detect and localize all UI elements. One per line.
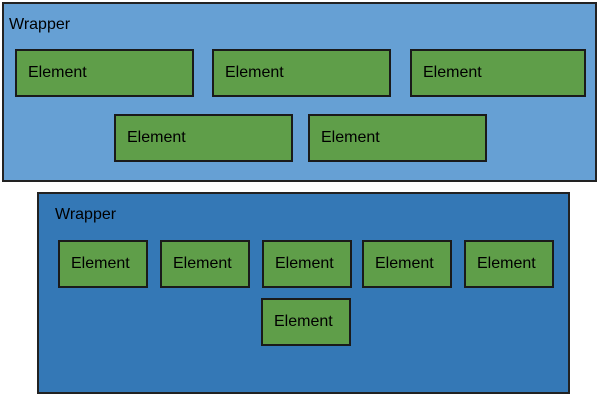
element-box: Element	[212, 49, 391, 97]
element-box: Element	[308, 114, 487, 162]
element-box: Element	[464, 240, 554, 288]
element-box: Element	[261, 298, 351, 346]
bottom-wrapper-label: Wrapper	[55, 206, 117, 223]
bottom-wrapper: Wrapper Element Element Element Element …	[37, 192, 570, 394]
element-box: Element	[58, 240, 148, 288]
top-wrapper: Wrapper Element Element Element Element …	[2, 2, 597, 182]
element-box: Element	[410, 49, 586, 97]
element-box: Element	[362, 240, 452, 288]
top-wrapper-label: Wrapper	[9, 16, 71, 33]
element-box: Element	[114, 114, 293, 162]
element-box: Element	[262, 240, 352, 288]
element-box: Element	[160, 240, 250, 288]
element-box: Element	[15, 49, 194, 97]
